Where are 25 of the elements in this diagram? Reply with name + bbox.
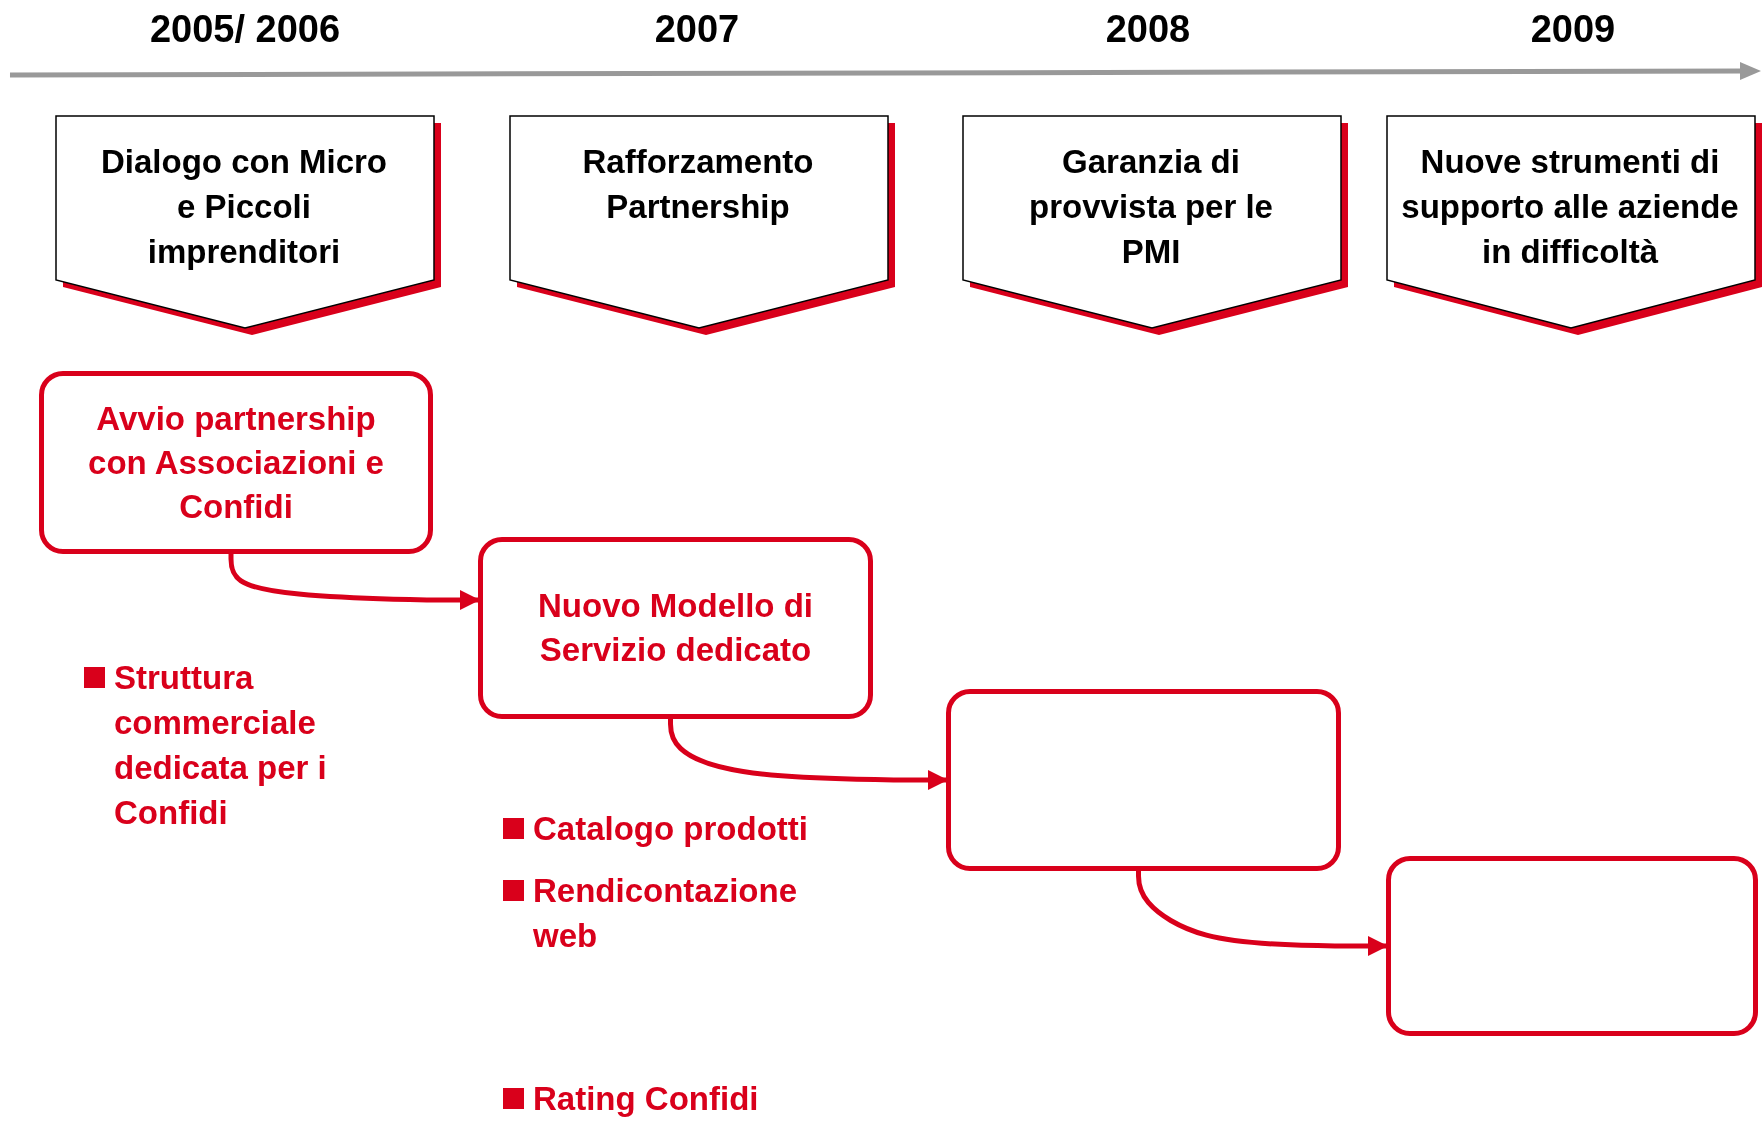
year-label: 2008 [1104,8,1192,51]
rounded-box [478,537,873,719]
bullet-text: Rating Confidi [533,1079,759,1119]
chevron-banner [509,115,895,335]
box-heading: Avvio partnership con Associazioni e Confidi [87,398,385,527]
bullet-text: Rendicontazione web [533,871,799,956]
curved-arrow [1136,871,1388,956]
banner-heading: Garanzia di provvista per le PMI [1028,142,1274,272]
year-label: 2005/ 2006 [148,8,342,51]
rounded-box [946,689,1341,871]
chevron-banner [962,115,1348,335]
banner-heading: Dialogo con Micro e Piccoli imprenditori [100,142,388,272]
box-heading: Nuovo Modello di Servizio dedicato [537,586,814,670]
banner-heading: Nuove strumenti di supporto alle aziende in difficoltà [1400,142,1740,272]
year-label: 2009 [1529,8,1617,51]
rounded-box [1386,856,1758,1036]
curved-arrow [228,554,480,610]
bullet-text: Catalogo prodotti [533,809,808,849]
banner-heading: Rafforzamento Partnership [581,142,815,227]
bullet-text: Struttura commerciale dedicata per i Confidi [114,658,328,833]
chevron-banner [1386,115,1762,335]
year-label: 2007 [653,8,741,51]
rounded-box [39,371,433,554]
curved-arrow [668,719,948,790]
chevron-banner [55,115,441,335]
